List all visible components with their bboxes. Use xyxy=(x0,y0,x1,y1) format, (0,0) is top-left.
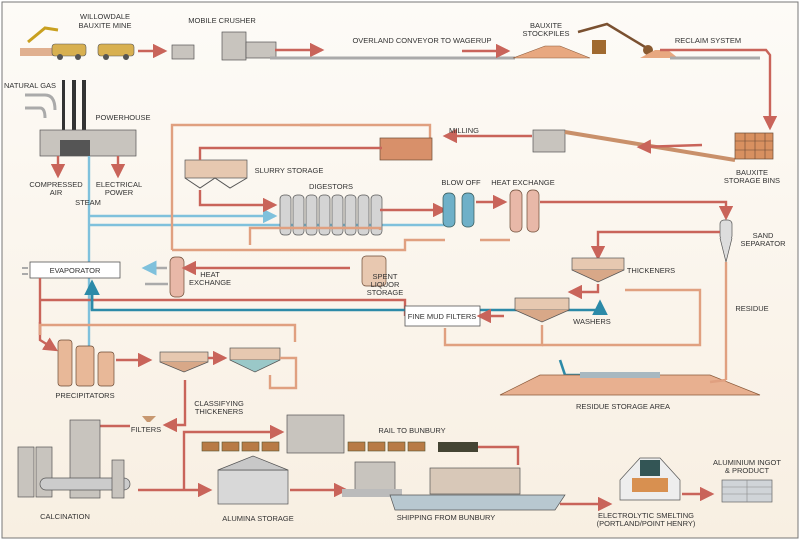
rail-car xyxy=(201,441,220,452)
digestor-vessel xyxy=(357,194,370,236)
spent-liquor-tank xyxy=(361,255,387,287)
label-powerhouse: POWERHOUSE xyxy=(95,113,150,122)
digestor-vessel xyxy=(344,194,357,236)
label-electrolytic-smelting: ELECTROLYTIC SMELTING(PORTLAND/POINT HEN… xyxy=(597,511,696,528)
evaporator-box[interactable] xyxy=(29,261,121,279)
digestor-vessel xyxy=(318,194,331,236)
digestors xyxy=(279,194,383,236)
heat-exchanger-mid xyxy=(169,256,185,298)
digestor-vessel xyxy=(305,194,318,236)
blow-off-vessels xyxy=(442,192,475,228)
label-residue-storage-area: RESIDUE STORAGE AREA xyxy=(576,402,670,411)
aluminium-ingot-stack xyxy=(721,479,773,503)
rail-car xyxy=(241,441,260,452)
rail-car xyxy=(347,441,366,452)
alumina-storage-silos xyxy=(217,455,289,505)
rail-car xyxy=(407,441,426,452)
digestor-vessel xyxy=(292,194,305,236)
label-shipping-from-bunbury: SHIPPING FROM BUNBURY xyxy=(397,513,496,522)
label-evaporator: EVAPORATOR xyxy=(50,266,101,275)
label-alumina-storage: ALUMINA STORAGE xyxy=(222,514,294,523)
washers xyxy=(514,297,570,323)
digestor-vessel xyxy=(331,194,344,236)
mine-equipment xyxy=(20,26,135,60)
label-overland-conveyor: OVERLAND CONVEYOR TO WAGERUP xyxy=(352,36,491,45)
label-fine-mud-filters: FINE MUD FILTERS xyxy=(408,312,477,321)
thickeners xyxy=(571,257,625,283)
label-digestors: DIGESTORS xyxy=(309,182,353,191)
slurry-storage-tanks xyxy=(184,159,248,189)
label-washers: WASHERS xyxy=(573,317,611,326)
classifying-thickeners xyxy=(159,347,281,373)
label-rail-to-bunbury: RAIL TO BUNBURY xyxy=(378,426,445,435)
calcination-plant xyxy=(17,419,131,499)
rail-loading-and-train xyxy=(201,414,478,454)
reclaimer xyxy=(577,22,653,55)
label-steam: STEAM xyxy=(75,198,101,207)
label-thickeners: THICKENERS xyxy=(627,266,675,275)
label-slurry-storage: SLURRY STORAGE xyxy=(255,166,324,175)
label-calcination: CALCINATION xyxy=(40,512,90,521)
bunbury-port-and-ship xyxy=(342,461,566,511)
rail-car xyxy=(367,441,386,452)
label-natural-gas: NATURAL GAS xyxy=(4,81,56,90)
label-precipitators: PRECIPITATORS xyxy=(55,391,114,400)
label-milling: MILLING xyxy=(449,126,479,135)
label-blow-off: BLOW OFF xyxy=(441,178,481,187)
rail-car xyxy=(387,441,406,452)
powerhouse xyxy=(39,80,137,157)
mill xyxy=(379,137,433,161)
rail-car xyxy=(261,441,280,452)
milling-conveyor xyxy=(532,129,736,162)
filters xyxy=(142,416,156,422)
heat-exchangers-top xyxy=(509,189,540,233)
label-filters: FILTERS xyxy=(131,425,161,434)
stockpile xyxy=(512,45,591,59)
label-heat-exchange-top: HEAT EXCHANGE xyxy=(491,178,555,187)
label-residue: RESIDUE xyxy=(735,304,768,313)
digestor-vessel xyxy=(370,194,383,236)
label-mobile-crusher: MOBILE CRUSHER xyxy=(188,16,256,25)
digestor-vessel xyxy=(279,194,292,236)
rail-car xyxy=(221,441,240,452)
natural-gas-pipe xyxy=(25,93,57,111)
bauxite-storage-bins xyxy=(734,132,774,160)
label-reclaim-system: RECLAIM SYSTEM xyxy=(675,36,741,45)
electrolytic-smelter xyxy=(619,457,681,501)
precipitators xyxy=(57,339,115,387)
residue-storage-area-shape xyxy=(499,374,761,396)
label-aluminium-ingot: ALUMINIUM INGOT& PRODUCT xyxy=(713,458,781,475)
